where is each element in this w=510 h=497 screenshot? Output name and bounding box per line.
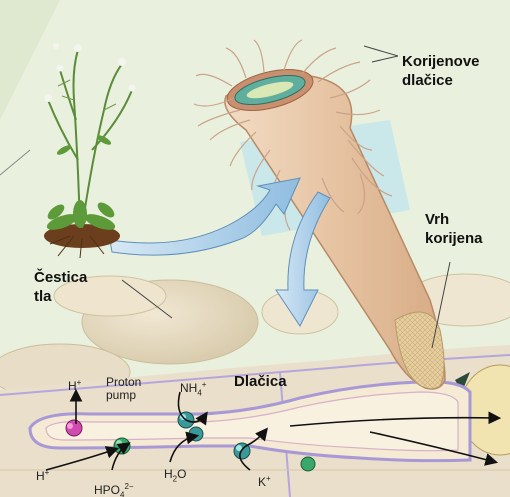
h-ion-top-symbol: H (68, 379, 77, 393)
root-hairs-label-line2: dlačice (402, 71, 480, 90)
proton-pump-label-line2: pump (106, 389, 141, 402)
root-tip-label-line1: Vrh (425, 210, 483, 229)
water-channel (189, 427, 203, 441)
phosphate-ion: HPO42− (94, 480, 134, 497)
ammonium-ion: NH4+ (180, 378, 206, 399)
root-hairs-label-line1: Korijenove (402, 52, 480, 71)
root-tip-label-line2: korijena (425, 229, 483, 248)
water-o: O (177, 467, 186, 481)
potassium-symbol: K (258, 475, 266, 489)
phosphate-transporter (114, 438, 130, 454)
soil-particle-label-line2: tla (34, 287, 87, 306)
ammonium-charge: + (202, 380, 207, 389)
h-ion-top: H+ (68, 376, 81, 393)
ammonium-subscript: 4 (197, 388, 201, 397)
water-molecule: H2O (164, 468, 186, 485)
root-tip-label: Vrh korijena (425, 210, 483, 248)
soil-particle-label: Čestica tla (34, 268, 87, 306)
ammonium-symbol: NH (180, 381, 197, 395)
root-hairs-label: Korijenove dlačice (402, 52, 480, 90)
phosphate-subscript: 4 (120, 490, 124, 497)
water-h: H (164, 467, 173, 481)
phosphate-charge: 2− (124, 482, 133, 491)
h-ion-bottom: H+ (36, 466, 49, 483)
transporter-lower (301, 457, 315, 471)
proton-pump-protein (66, 420, 82, 436)
potassium-charge: + (266, 474, 271, 483)
phosphate-symbol: HPO (94, 483, 120, 497)
root-hair-label: Dlačica (234, 372, 287, 391)
proton-pump-label: Proton pump (106, 376, 141, 402)
h-ion-bottom-charge: + (45, 468, 50, 477)
potassium-ion: K+ (258, 472, 271, 489)
soil-particle-label-line1: Čestica (34, 268, 87, 287)
h-ion-bottom-symbol: H (36, 469, 45, 483)
h-ion-top-charge: + (77, 378, 82, 387)
